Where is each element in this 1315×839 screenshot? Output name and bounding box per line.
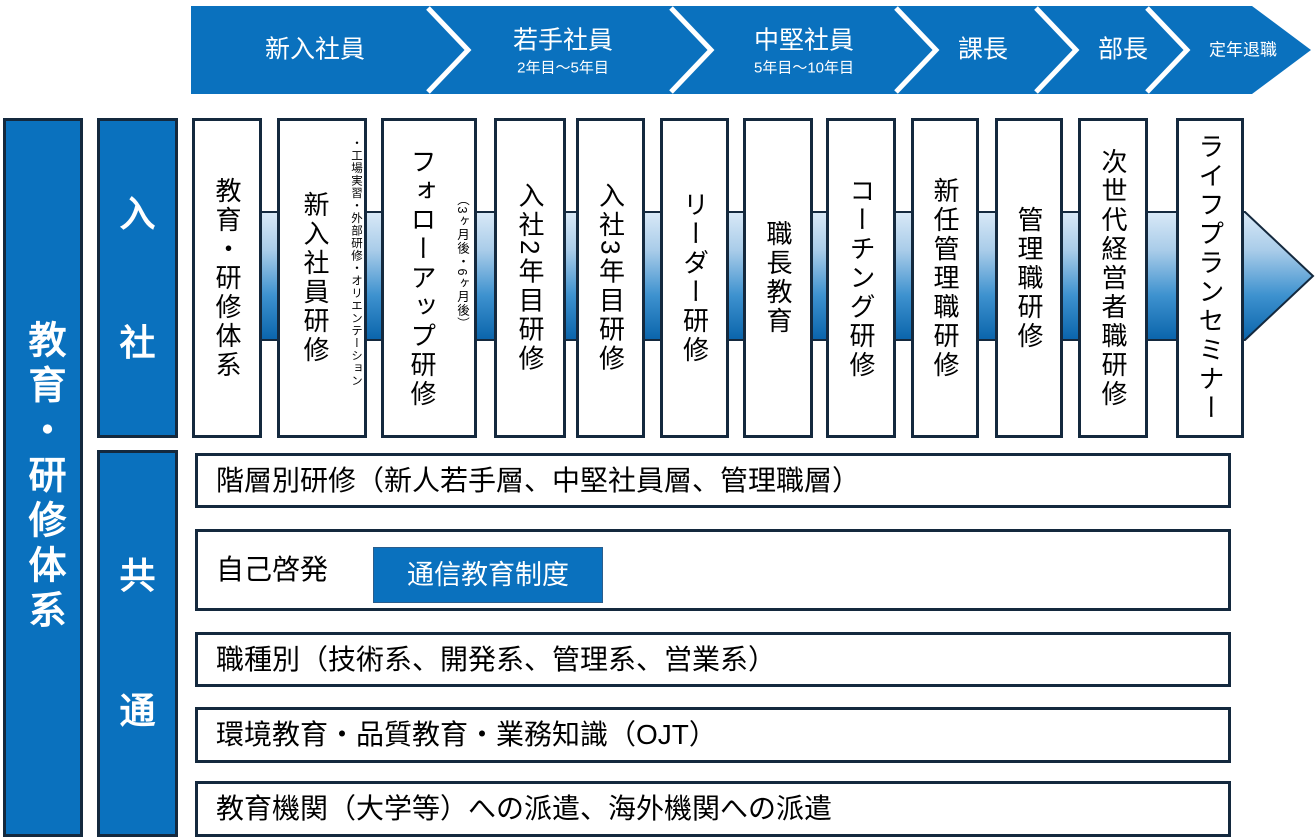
course-title: 新入社員研修	[300, 191, 330, 365]
course-box-leader: リーダー研修	[660, 118, 729, 438]
course-box-taikei: 教育・研修体系	[192, 118, 262, 438]
stage-label-young-employee: 若手社員	[512, 26, 614, 55]
banner-arrow-shape	[191, 6, 1311, 94]
group-char: 入	[119, 192, 156, 234]
chevron-separator-icon	[426, 6, 472, 94]
course-box-followup: フォローアップ研修 （3ヶ月後・6ヶ月後）	[381, 118, 477, 438]
course-box-kanrishoku: 管理職研修	[995, 118, 1063, 438]
career-stage-banner	[191, 6, 1311, 94]
course-title: フォローアップ研修	[407, 147, 437, 409]
course-title: 新任管理職研修	[930, 176, 960, 380]
course-box-jisedai: 次世代経営者職研修	[1078, 118, 1148, 438]
common-row-haken: 教育機関（大学等）への派遣、海外機関への派遣	[195, 781, 1231, 837]
common-row-text: 教育機関（大学等）への派遣、海外機関への派遣	[216, 793, 833, 824]
stage-label-mid-career: 中堅社員	[753, 26, 855, 55]
course-title: 教育・研修体系	[212, 176, 242, 380]
course-title: 管理職研修	[1014, 205, 1044, 351]
chevron-separator-icon	[894, 6, 940, 94]
course-box-lifeplan: ライフプランセミナー	[1176, 118, 1244, 438]
course-note: （3ヶ月後・6ヶ月後）	[455, 193, 469, 331]
course-box-shokucho: 職長教育	[743, 118, 813, 438]
sidebar-title-pillar: 教育・研修体系	[3, 118, 83, 837]
group-char: 社	[119, 321, 156, 363]
group-char: 共	[119, 554, 156, 596]
common-row-text: 階層別研修（新人若手層、中堅社員層、管理職層）	[216, 464, 861, 496]
course-note: ・工場実習・外部研修・オリエンテーション	[350, 137, 362, 387]
stage-label-department-head: 部長	[1097, 35, 1149, 64]
common-row-shokushubetsu: 職種別（技術系、開発系、管理系、営業系）	[195, 632, 1231, 687]
common-row-text: 環境教育・品質教育・業務知識（OJT）	[216, 719, 717, 750]
stage-label-section-chief: 課長	[957, 35, 1009, 64]
course-title: 入社2年目研修	[515, 182, 545, 374]
group-char: 通	[119, 690, 156, 732]
course-title: 入社3年目研修	[595, 182, 626, 374]
sidebar-title: 教育・研修体系	[22, 320, 64, 635]
chevron-separator-icon	[669, 6, 715, 94]
common-row-kaisoubetsu: 階層別研修（新人若手層、中堅社員層、管理職層）	[195, 453, 1231, 508]
correspondence-education-badge: 通信教育制度	[373, 547, 603, 603]
course-title: ライフプランセミナー	[1195, 133, 1225, 423]
course-title: リーダー研修	[679, 191, 710, 365]
group-pillar-kyotsu: 共 通	[97, 450, 178, 837]
course-title: コーチング研修	[846, 176, 876, 380]
chevron-separator-icon	[1145, 6, 1191, 94]
course-box-shinnin-kanri: 新任管理職研修	[911, 118, 979, 438]
chevron-separator-icon	[1034, 6, 1080, 94]
common-row-jikokeihatsu: 自己啓発 通信教育制度	[195, 529, 1231, 611]
course-title: 次世代経営者職研修	[1098, 147, 1128, 409]
course-box-shinnyushain: 新入社員研修 ・工場実習・外部研修・オリエンテーション	[277, 118, 367, 438]
stage-sublabel-mid-career: 5年目～10年目	[753, 59, 855, 77]
stage-sublabel-young-employee: 2年目～5年目	[517, 59, 609, 77]
course-box-3nenme: 入社3年目研修	[576, 118, 645, 438]
course-box-2nenme: 入社2年目研修	[494, 118, 566, 438]
course-box-coaching: コーチング研修	[826, 118, 896, 438]
course-title: 職長教育	[763, 220, 793, 336]
common-row-text: 職種別（技術系、開発系、管理系、営業系）	[216, 643, 777, 675]
common-row-kankyo-hinshitsu: 環境教育・品質教育・業務知識（OJT）	[195, 707, 1231, 763]
common-row-text: 自己啓発	[216, 554, 329, 585]
stage-label-new-employee: 新入社員	[264, 35, 366, 64]
stage-label-retirement: 定年退職	[1209, 40, 1277, 60]
group-pillar-nyusha: 入 社	[97, 118, 178, 438]
